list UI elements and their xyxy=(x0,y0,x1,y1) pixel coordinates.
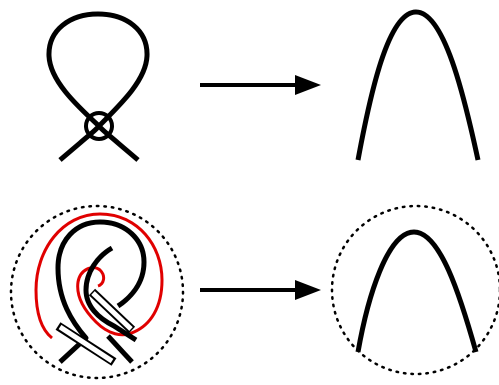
arrow-head xyxy=(295,280,321,300)
red-loop xyxy=(34,212,164,340)
dotted-boundary-circle xyxy=(330,204,499,376)
top-left-loop-diagram xyxy=(46,11,150,162)
outer-black-loop xyxy=(55,219,147,364)
crossing-circle xyxy=(84,111,114,141)
dotted-boundary-circle xyxy=(9,204,185,380)
lower-strand-right xyxy=(106,334,134,364)
arrow-head xyxy=(295,75,321,95)
bottom-left-knot-diagram xyxy=(9,204,185,380)
inner-black-strand xyxy=(83,245,138,343)
top-right-arch xyxy=(355,9,481,161)
bottom-arrow xyxy=(200,280,321,300)
arch-curve xyxy=(355,9,481,161)
bottom-right-arch-diagram xyxy=(330,204,499,376)
top-arrow xyxy=(200,75,321,95)
loop-curve xyxy=(46,11,150,162)
tube-strand-fill-1 xyxy=(91,291,133,331)
arch-curve xyxy=(355,229,479,353)
tube-strand-fill-2 xyxy=(58,324,114,364)
